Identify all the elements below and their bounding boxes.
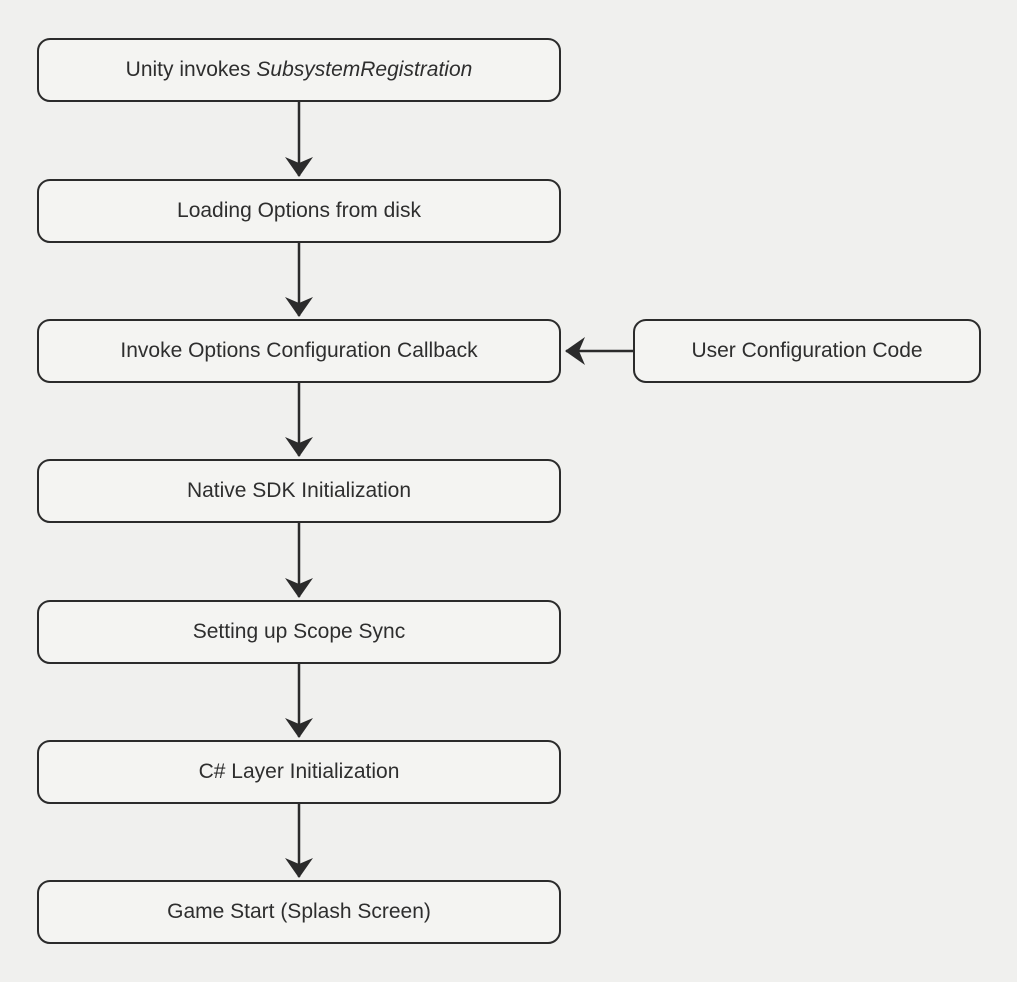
node-label: Unity invokes SubsystemRegistration [125, 58, 473, 82]
node-user-configuration-code: User Configuration Code [633, 319, 981, 383]
node-native-sdk-initialization: Native SDK Initialization [37, 459, 561, 523]
node-invoke-options-configuration-callback: Invoke Options Configuration Callback [37, 319, 561, 383]
node-setting-up-scope-sync: Setting up Scope Sync [37, 600, 561, 664]
node-csharp-layer-initialization: C# Layer Initialization [37, 740, 561, 804]
italic-label-part: SubsystemRegistration [256, 58, 473, 82]
node-label: Loading Options from disk [177, 199, 421, 223]
node-unity-invokes-subsystem-registration: Unity invokes SubsystemRegistration [37, 38, 561, 102]
node-label: Native SDK Initialization [186, 479, 412, 503]
node-label: C# Layer Initialization [198, 760, 400, 784]
node-label: Game Start (Splash Screen) [167, 900, 431, 924]
node-game-start-splash-screen: Game Start (Splash Screen) [37, 880, 561, 944]
node-label: Invoke Options Configuration Callback [120, 339, 478, 363]
node-label: User Configuration Code [691, 339, 923, 363]
node-loading-options-from-disk: Loading Options from disk [37, 179, 561, 243]
node-label: Setting up Scope Sync [192, 620, 406, 644]
